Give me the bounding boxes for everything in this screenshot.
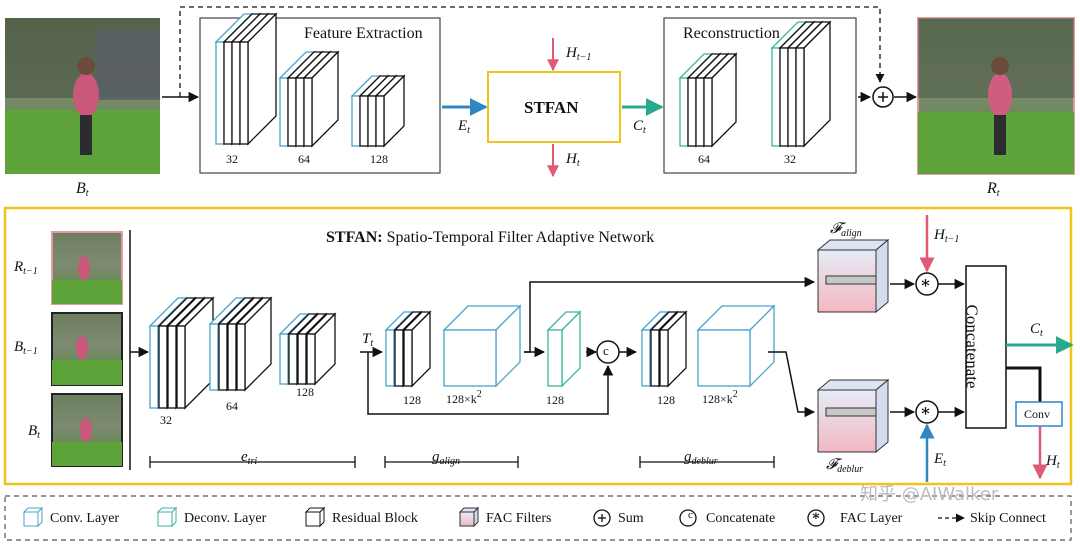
fac-filter-align (816, 238, 890, 314)
f-align-label: 𝓕align (830, 221, 862, 239)
g-align-layers (384, 304, 582, 388)
enc-channel-32: 32 (160, 413, 172, 427)
align-layers-slab-0 (442, 304, 522, 388)
fe-layers-slab-3 (374, 74, 406, 148)
deblur-channel-128k: 128×k2 (702, 389, 738, 406)
concatenate-box (965, 265, 1007, 429)
sum-icon (593, 509, 611, 527)
top-c-label: Ct (633, 118, 646, 136)
range-markers (149, 456, 775, 468)
panel-h-out: Ht (1046, 453, 1060, 471)
rc-channel-32: 32 (784, 152, 796, 166)
watermark: 知乎 @AIWalker (860, 484, 999, 505)
deconv-layer-icon (156, 506, 178, 528)
panel-c-out: Ct (1030, 321, 1043, 339)
deblur-layers-slab-0 (696, 304, 776, 388)
legend-fac-layer: FAC Layer (840, 511, 903, 526)
legend-fac-symbol: ∗ (811, 509, 821, 524)
deblur-layers-slab-2 (658, 310, 688, 388)
panel-h-in: Ht−1 (934, 227, 960, 245)
top-h-out: Ht (566, 151, 580, 169)
legend-deconv: Deconv. Layer (184, 511, 267, 526)
feature-extraction-layers (214, 12, 406, 148)
output-label-rt: Rt (987, 180, 1000, 199)
conv-label: Conv (1024, 407, 1051, 421)
top-h-in: Ht−1 (566, 45, 592, 63)
stfan-box (487, 71, 621, 143)
fac-layer-icon (807, 509, 825, 527)
fe-layers-slab-3 (238, 12, 278, 146)
top-e-label: Et (458, 118, 470, 136)
fac-filters-icon (458, 506, 480, 528)
align-channel-128: 128 (403, 393, 421, 407)
thumb-label-b-t: Bt (28, 423, 40, 441)
rc-channel-64: 64 (698, 152, 710, 166)
conv-layer-icon (22, 506, 44, 528)
fac-symbol-deblur: ∗ (920, 403, 932, 420)
input-frame-bt (5, 18, 160, 174)
panel-e-in: Et (934, 451, 946, 469)
fe-channel-32: 32 (226, 152, 238, 166)
legend-concat-symbol: c (688, 509, 693, 521)
legend-conv: Conv. Layer (50, 511, 120, 526)
enc-layers-slab-3 (175, 296, 215, 410)
residual-block-icon (304, 506, 326, 528)
conv-box (1015, 401, 1063, 427)
fac-symbol-align: ∗ (920, 275, 932, 292)
feature-extraction-title: Feature Extraction (304, 25, 423, 42)
thumb-label-r-t1: Rt−1 (14, 259, 38, 277)
g-deblur-label: gdeblur (684, 449, 718, 467)
stfan-input-thumbnails (51, 231, 123, 467)
enc-layers-slab-3 (235, 296, 273, 392)
concat-symbol: c (603, 343, 609, 358)
rc-layers-slab-3 (794, 20, 832, 148)
align-channel-128b: 128 (546, 393, 564, 407)
rc-layers-slab-3 (702, 52, 738, 148)
fe-channel-128: 128 (370, 152, 388, 166)
align-channel-128k: 128×k2 (446, 389, 482, 406)
legend-sum: Sum (618, 511, 644, 526)
input-label-bt: Bt (76, 180, 89, 199)
legend-icons (22, 506, 965, 528)
fe-channel-64: 64 (298, 152, 310, 166)
legend-residual: Residual Block (332, 511, 418, 526)
stfan-panel-title: STFAN: Spatio-Temporal Filter Adaptive N… (326, 229, 655, 246)
skip-connect-path (179, 6, 885, 97)
deblur-channel-128: 128 (657, 393, 675, 407)
g-align-label: galign (432, 449, 461, 467)
stfan-box-label: STFAN (524, 98, 579, 117)
concatenate-icon (679, 509, 697, 527)
thumb-label-b-t1: Bt−1 (14, 339, 38, 357)
enc-layers-slab-3 (305, 312, 337, 386)
output-frame-rt (917, 17, 1075, 175)
encoder-etri-layers (148, 296, 337, 410)
fac-filter-deblur (816, 378, 890, 454)
legend-skip-connect: Skip Connect (970, 511, 1046, 526)
reconstruction-layers (678, 20, 832, 148)
f-deblur-label: 𝓕deblur (826, 457, 864, 475)
concatenate-label: Concatenate (962, 304, 982, 389)
legend-fac-filters: FAC Filters (486, 511, 552, 526)
legend-concatenate: Concatenate (706, 511, 776, 526)
reconstruction-title: Reconstruction (683, 25, 780, 42)
align-layers-slab-0 (546, 310, 582, 388)
g-deblur-layers (640, 304, 776, 388)
legend-box (4, 495, 1072, 541)
align-layers-slab-2 (402, 310, 432, 388)
e-tri-label: etri (241, 449, 258, 467)
enc-channel-64: 64 (226, 399, 238, 413)
fe-layers-slab-3 (302, 50, 340, 148)
t-label: Tt (362, 331, 374, 349)
enc-channel-128: 128 (296, 385, 314, 399)
